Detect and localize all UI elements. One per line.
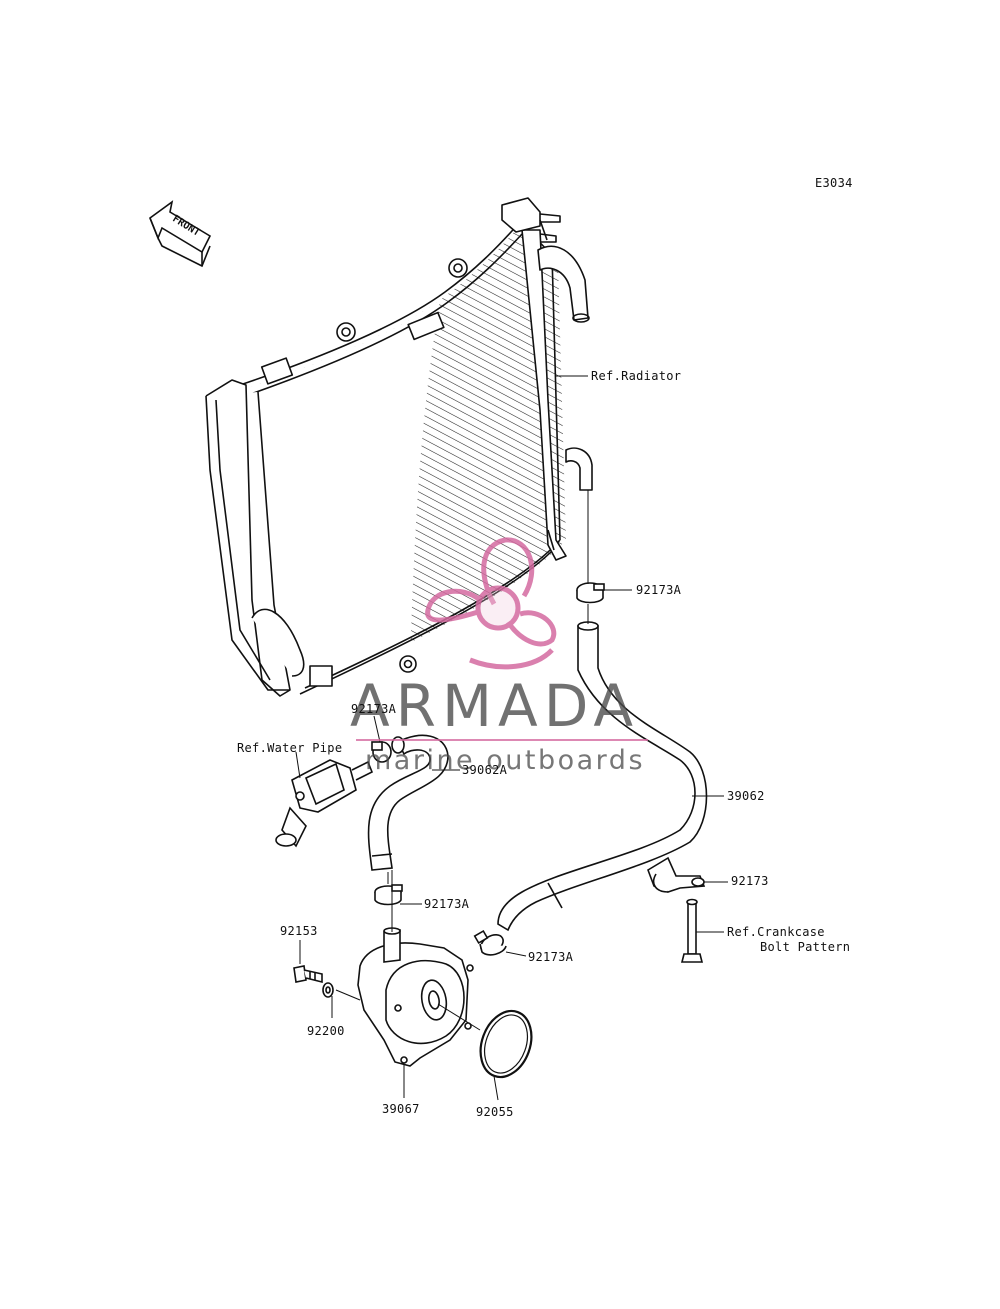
diagram-code: E3034: [815, 176, 853, 190]
clamp-92173A-upper: [576, 582, 605, 604]
label-39067: 39067: [382, 1102, 420, 1116]
watermark-brand: ARMADA: [350, 672, 640, 740]
label-ref-crankcase: Ref.Crankcase: [727, 925, 825, 939]
radiator-filler-neck: [501, 197, 541, 233]
bolt-92153: [293, 965, 323, 984]
watermark-rule: [356, 739, 648, 741]
clamp-92173A-middle: [374, 884, 403, 906]
hose-39062A: [367, 734, 449, 871]
label-ref-water-pipe: Ref.Water Pipe: [237, 741, 343, 755]
label-92153: 92153: [280, 924, 318, 938]
label-92200: 92200: [307, 1024, 345, 1038]
watermark-propeller-icon: [425, 537, 557, 670]
label-92055: 92055: [476, 1105, 514, 1119]
label-ref-radiator: Ref.Radiator: [591, 369, 682, 383]
radiator-lower-outlet: [565, 447, 593, 491]
radiator-upper-outlet: [537, 245, 589, 321]
washer-92200: [322, 982, 334, 998]
label-92173: 92173: [731, 874, 769, 888]
label-92173A-middle: 92173A: [424, 897, 470, 911]
oil-cooler-39067: [357, 927, 474, 1067]
clamp-92173A-lower: [473, 929, 507, 956]
label-92173A-lower: 92173A: [528, 950, 574, 964]
radiator-right-tank: [521, 229, 567, 561]
label-92173A-upper: 92173A: [636, 583, 682, 597]
o-ring-92055: [479, 1009, 533, 1079]
label-bolt-pattern: Bolt Pattern: [760, 940, 851, 954]
bolt-crankcase: [680, 898, 704, 963]
clamp-92173A-pipe: [371, 741, 392, 763]
radiator: [205, 197, 593, 697]
hose-39062: [497, 621, 708, 932]
bracket-92173: [647, 856, 706, 893]
leader-lines: [295, 375, 728, 1101]
label-39062A: 39062A: [462, 763, 508, 777]
label-92173A-pipe: 92173A: [351, 702, 397, 716]
front-arrow-icon: [149, 200, 212, 268]
water-pipe: [275, 759, 374, 848]
watermark-subtitle: marine outboards: [365, 745, 646, 776]
label-39062: 39062: [727, 789, 765, 803]
